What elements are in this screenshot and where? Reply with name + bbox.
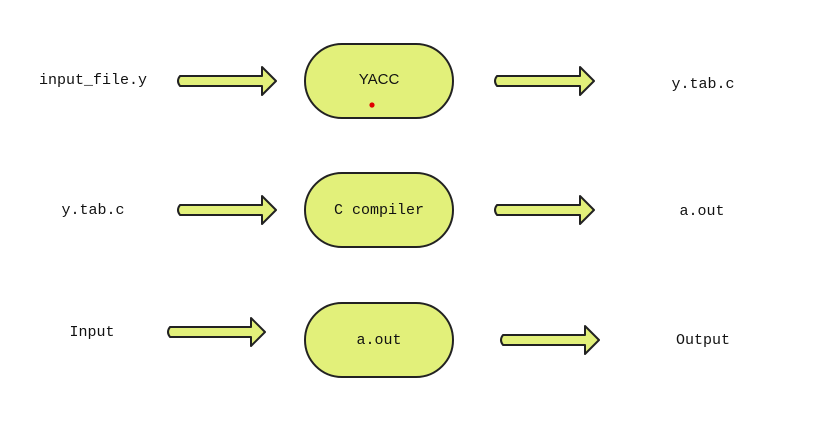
row-c-compiler: y.tab.c C compiler a.out [61,172,725,248]
yacc-node [304,43,454,119]
row-1-output-label: y.tab.c [671,76,734,93]
row-1-input-label: input_file.y [39,72,147,89]
row-3-output-label: Output [676,332,730,349]
red-dot-marker [369,102,375,108]
row-1-output-arrow [494,66,595,96]
row-1-input-arrow [177,66,277,96]
a-out-node-label: a.out [356,332,401,349]
row-execution: Input a.out Output [69,302,730,378]
row-2-input-arrow [177,195,277,225]
c-compiler-node [304,172,454,248]
c-compiler-node-label: C compiler [334,202,424,219]
yacc-node-label: YACC [359,71,400,88]
row-3-output-arrow [500,325,600,355]
row-yacc: input_file.y YACC y.tab.c [39,43,735,119]
row-3-input-arrow [167,317,266,347]
a-out-node [304,302,454,378]
row-2-output-label: a.out [679,203,724,220]
row-2-output-arrow [494,195,595,225]
row-3-input-label: Input [69,324,114,341]
row-2-input-label: y.tab.c [61,202,124,219]
